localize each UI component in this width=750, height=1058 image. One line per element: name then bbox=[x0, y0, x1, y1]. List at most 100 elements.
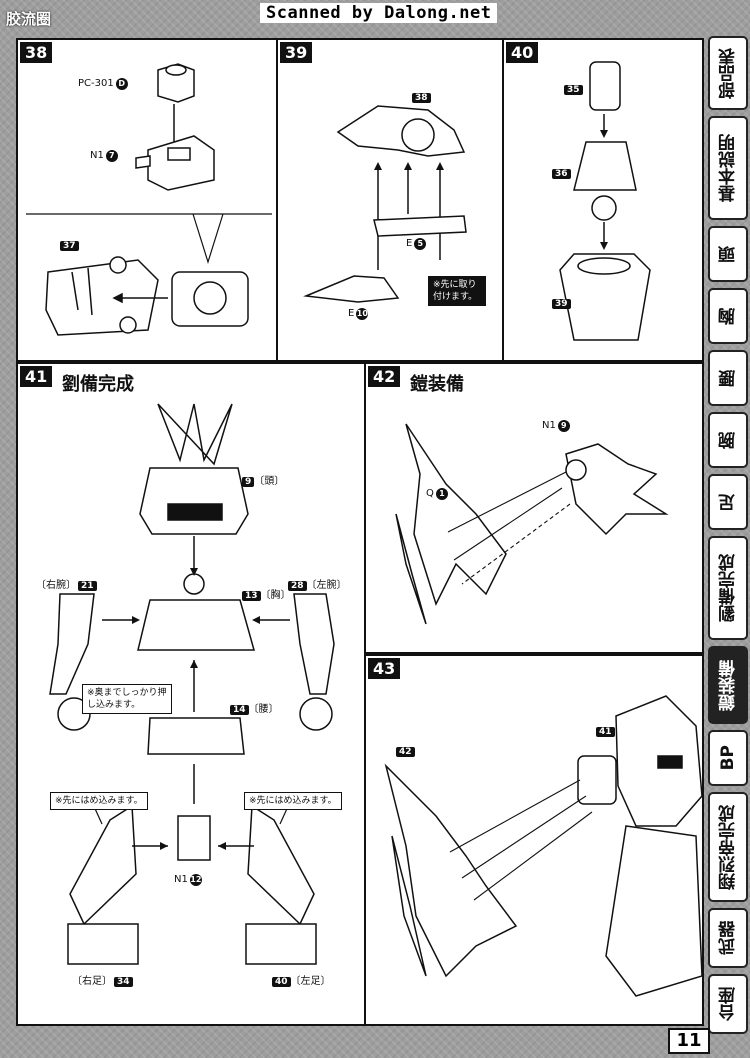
note-text: ※奥までしっかり押し込みます。 bbox=[87, 688, 167, 710]
part-number: 1 bbox=[435, 488, 448, 500]
label-ref-36: 36 bbox=[550, 168, 571, 179]
part-badge: 38 bbox=[412, 93, 431, 103]
tab-label: 腕 bbox=[718, 431, 739, 449]
label-text: N1 bbox=[174, 874, 188, 885]
part-badge: 14 bbox=[230, 705, 249, 715]
label-text: 〔右腕〕 bbox=[36, 580, 76, 591]
part-badge: 41 bbox=[596, 727, 615, 737]
tab-waist[interactable]: 腰 bbox=[708, 350, 748, 406]
part-badge: 37 bbox=[60, 241, 79, 251]
tab-chest[interactable]: 胸 bbox=[708, 288, 748, 344]
part-number: 12 bbox=[189, 874, 202, 886]
tab-label: 腰 bbox=[718, 369, 739, 387]
tab-label: 胸 bbox=[718, 307, 739, 325]
part-badge: 34 bbox=[114, 977, 133, 987]
tab-liubei-complete[interactable]: 劉備完成 bbox=[708, 536, 748, 640]
tab-label: 台座 bbox=[718, 987, 739, 1021]
label-ref-42: 42 bbox=[394, 746, 415, 757]
part-badge: 13 bbox=[242, 591, 261, 601]
step-40-panel: 40 35 36 39 bbox=[502, 38, 704, 362]
label-chest: 13〔胸〕 bbox=[240, 586, 291, 601]
label-right-leg: 〔右足〕34 bbox=[72, 972, 133, 987]
tab-stand[interactable]: 台座 bbox=[708, 974, 748, 1034]
label-text: 〔左足〕 bbox=[290, 976, 331, 987]
label-left-leg: 40〔左足〕 bbox=[270, 972, 331, 987]
label-head: 9〔頭〕 bbox=[240, 472, 284, 487]
tab-label: 劉備完成 bbox=[718, 554, 739, 622]
step-title: 劉備完成 bbox=[62, 374, 134, 395]
part-badge: 35 bbox=[564, 85, 583, 95]
label-left-arm: 28〔左腕〕 bbox=[286, 576, 347, 591]
scan-credit: Scanned by Dalong.net bbox=[260, 3, 498, 23]
label-text: PC-301 bbox=[78, 78, 114, 89]
step-number: 40 bbox=[506, 42, 539, 63]
step-43-illustration bbox=[384, 695, 703, 997]
step-43-panel: 43 41 42 bbox=[364, 654, 704, 1026]
page-number: 11 bbox=[668, 1028, 710, 1054]
part-number: 7 bbox=[105, 150, 118, 162]
label-waist: 14〔腰〕 bbox=[228, 700, 279, 715]
step-title: 鎧装備 bbox=[410, 374, 464, 395]
tab-arms[interactable]: 腕 bbox=[708, 412, 748, 468]
note-text: ※先に取り付けます。 bbox=[433, 280, 478, 302]
part-badge: 40 bbox=[272, 977, 291, 987]
label-ref-38: 38 bbox=[410, 92, 431, 103]
step-41-panel: 41 劉備完成 bbox=[16, 362, 366, 1026]
tab-label: 部品表 bbox=[718, 47, 739, 99]
part-badge: 39 bbox=[552, 299, 571, 309]
label-text: 〔左腕〕 bbox=[306, 580, 347, 591]
tab-parts-list[interactable]: 部品表 bbox=[708, 36, 748, 110]
tab-weapons[interactable]: 武器 bbox=[708, 908, 748, 968]
step-39-illustration bbox=[303, 105, 467, 303]
label-text: 〔頭〕 bbox=[254, 476, 285, 487]
label-text: Q bbox=[426, 488, 434, 499]
step-number: 38 bbox=[20, 42, 53, 63]
step-number: 43 bbox=[368, 658, 401, 679]
note-text: ※先にはめ込みます。 bbox=[55, 796, 143, 806]
label-right-arm: 〔右腕〕21 bbox=[36, 576, 97, 591]
tab-head[interactable]: 頭 bbox=[708, 226, 748, 282]
label-text: E bbox=[406, 238, 413, 249]
label-text: 〔右足〕 bbox=[72, 976, 112, 987]
note-push-in: ※奥までしっかり押し込みます。 bbox=[82, 684, 172, 714]
tab-label: 足 bbox=[718, 493, 739, 511]
header-title: 胶流圈 bbox=[6, 10, 52, 28]
step-41-illustration bbox=[49, 403, 335, 965]
label-text: N1 bbox=[90, 150, 104, 161]
tab-legs[interactable]: 足 bbox=[708, 474, 748, 530]
part-badge: 36 bbox=[552, 169, 571, 179]
part-number: 10 bbox=[356, 308, 369, 320]
note-fit-right: ※先にはめ込みます。 bbox=[244, 792, 342, 810]
tab-bp[interactable]: BP bbox=[708, 730, 748, 786]
label-ref-39: 39 bbox=[550, 298, 571, 309]
step-40-illustration bbox=[559, 61, 651, 341]
label-text: E bbox=[348, 308, 355, 319]
label-text: 〔胸〕 bbox=[260, 590, 291, 601]
tab-label: 基本説明 bbox=[718, 134, 739, 202]
part-number: D bbox=[115, 78, 128, 90]
tab-label: 頭 bbox=[718, 245, 739, 263]
part-badge: 28 bbox=[288, 581, 307, 591]
tab-label: BP bbox=[718, 745, 738, 771]
tab-basic-instructions[interactable]: 基本説明 bbox=[708, 116, 748, 220]
tab-emperor-complete[interactable]: 翔烈帝完成 bbox=[708, 792, 748, 902]
note-fit-left: ※先にはめ込みます。 bbox=[50, 792, 148, 810]
label-ref-41: 41 bbox=[594, 726, 615, 737]
step-number: 39 bbox=[280, 42, 313, 63]
part-badge: 21 bbox=[78, 581, 97, 591]
step-number: 41 bbox=[20, 366, 53, 387]
note-attach-first: ※先に取り付けます。 bbox=[428, 276, 486, 306]
tab-label: 鎧装備 bbox=[718, 659, 739, 711]
step-number: 42 bbox=[368, 366, 401, 387]
tab-armor-equip[interactable]: 鎧装備 bbox=[708, 646, 748, 724]
part-badge: 9 bbox=[242, 477, 255, 487]
part-number: 9 bbox=[557, 420, 570, 432]
